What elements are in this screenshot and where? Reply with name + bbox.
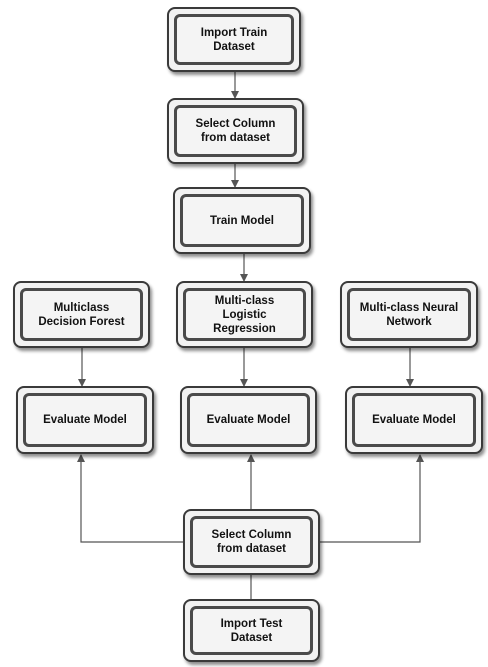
import-test-dataset-box: Import Test Dataset xyxy=(190,606,313,655)
import-test-dataset-node[interactable]: Import Test Dataset xyxy=(183,599,320,662)
multiclass-decision-forest-box: Multiclass Decision Forest xyxy=(20,288,143,341)
select-column-bottom-label: Select Column from dataset xyxy=(211,529,292,555)
import-train-dataset-box: Import Train Dataset xyxy=(174,14,294,65)
train-model-box: Train Model xyxy=(180,194,304,247)
multiclass-logistic-regression-node[interactable]: Multi-class Logistic Regression xyxy=(176,281,313,348)
arrow-select-column-bottom-to-evaluate-right xyxy=(320,454,424,543)
evaluate-model-right-box: Evaluate Model xyxy=(352,393,476,447)
multiclass-decision-forest-node[interactable]: Multiclass Decision Forest xyxy=(13,281,150,348)
evaluate-model-left-box: Evaluate Model xyxy=(23,393,147,447)
select-column-top-box: Select Column from dataset xyxy=(174,105,297,157)
select-column-top-node[interactable]: Select Column from dataset xyxy=(167,98,304,164)
evaluate-model-center-node[interactable]: Evaluate Model xyxy=(180,386,317,454)
select-column-bottom-box: Select Column from dataset xyxy=(190,516,313,568)
select-column-top-label: Select Column from dataset xyxy=(195,118,276,144)
evaluate-model-left-label: Evaluate Model xyxy=(43,414,127,426)
arrow-select-column-bottom-to-evaluate-left xyxy=(77,454,183,543)
import-train-dataset-label: Import Train Dataset xyxy=(200,26,268,53)
train-model-node[interactable]: Train Model xyxy=(173,187,311,254)
multiclass-neural-network-box: Multi-class Neural Network xyxy=(347,288,471,341)
multiclass-logistic-regression-box: Multi-class Logistic Regression xyxy=(183,288,306,341)
multiclass-logistic-regression-label: Multi-class Logistic Regression xyxy=(213,294,276,335)
evaluate-model-left-node[interactable]: Evaluate Model xyxy=(16,386,154,454)
multiclass-neural-network-node[interactable]: Multi-class Neural Network xyxy=(340,281,478,348)
evaluate-model-center-label: Evaluate Model xyxy=(206,414,291,426)
select-column-bottom-node[interactable]: Select Column from dataset xyxy=(183,509,320,575)
evaluate-model-right-label: Evaluate Model xyxy=(372,414,456,426)
evaluate-model-center-box: Evaluate Model xyxy=(187,393,310,447)
multiclass-decision-forest-label: Multiclass Decision Forest xyxy=(38,301,125,328)
multiclass-neural-network-label: Multi-class Neural Network xyxy=(359,301,459,328)
evaluate-model-right-node[interactable]: Evaluate Model xyxy=(345,386,483,454)
import-test-dataset-label: Import Test Dataset xyxy=(220,617,283,644)
train-model-label: Train Model xyxy=(210,214,274,227)
import-train-dataset-node[interactable]: Import Train Dataset xyxy=(167,7,301,72)
